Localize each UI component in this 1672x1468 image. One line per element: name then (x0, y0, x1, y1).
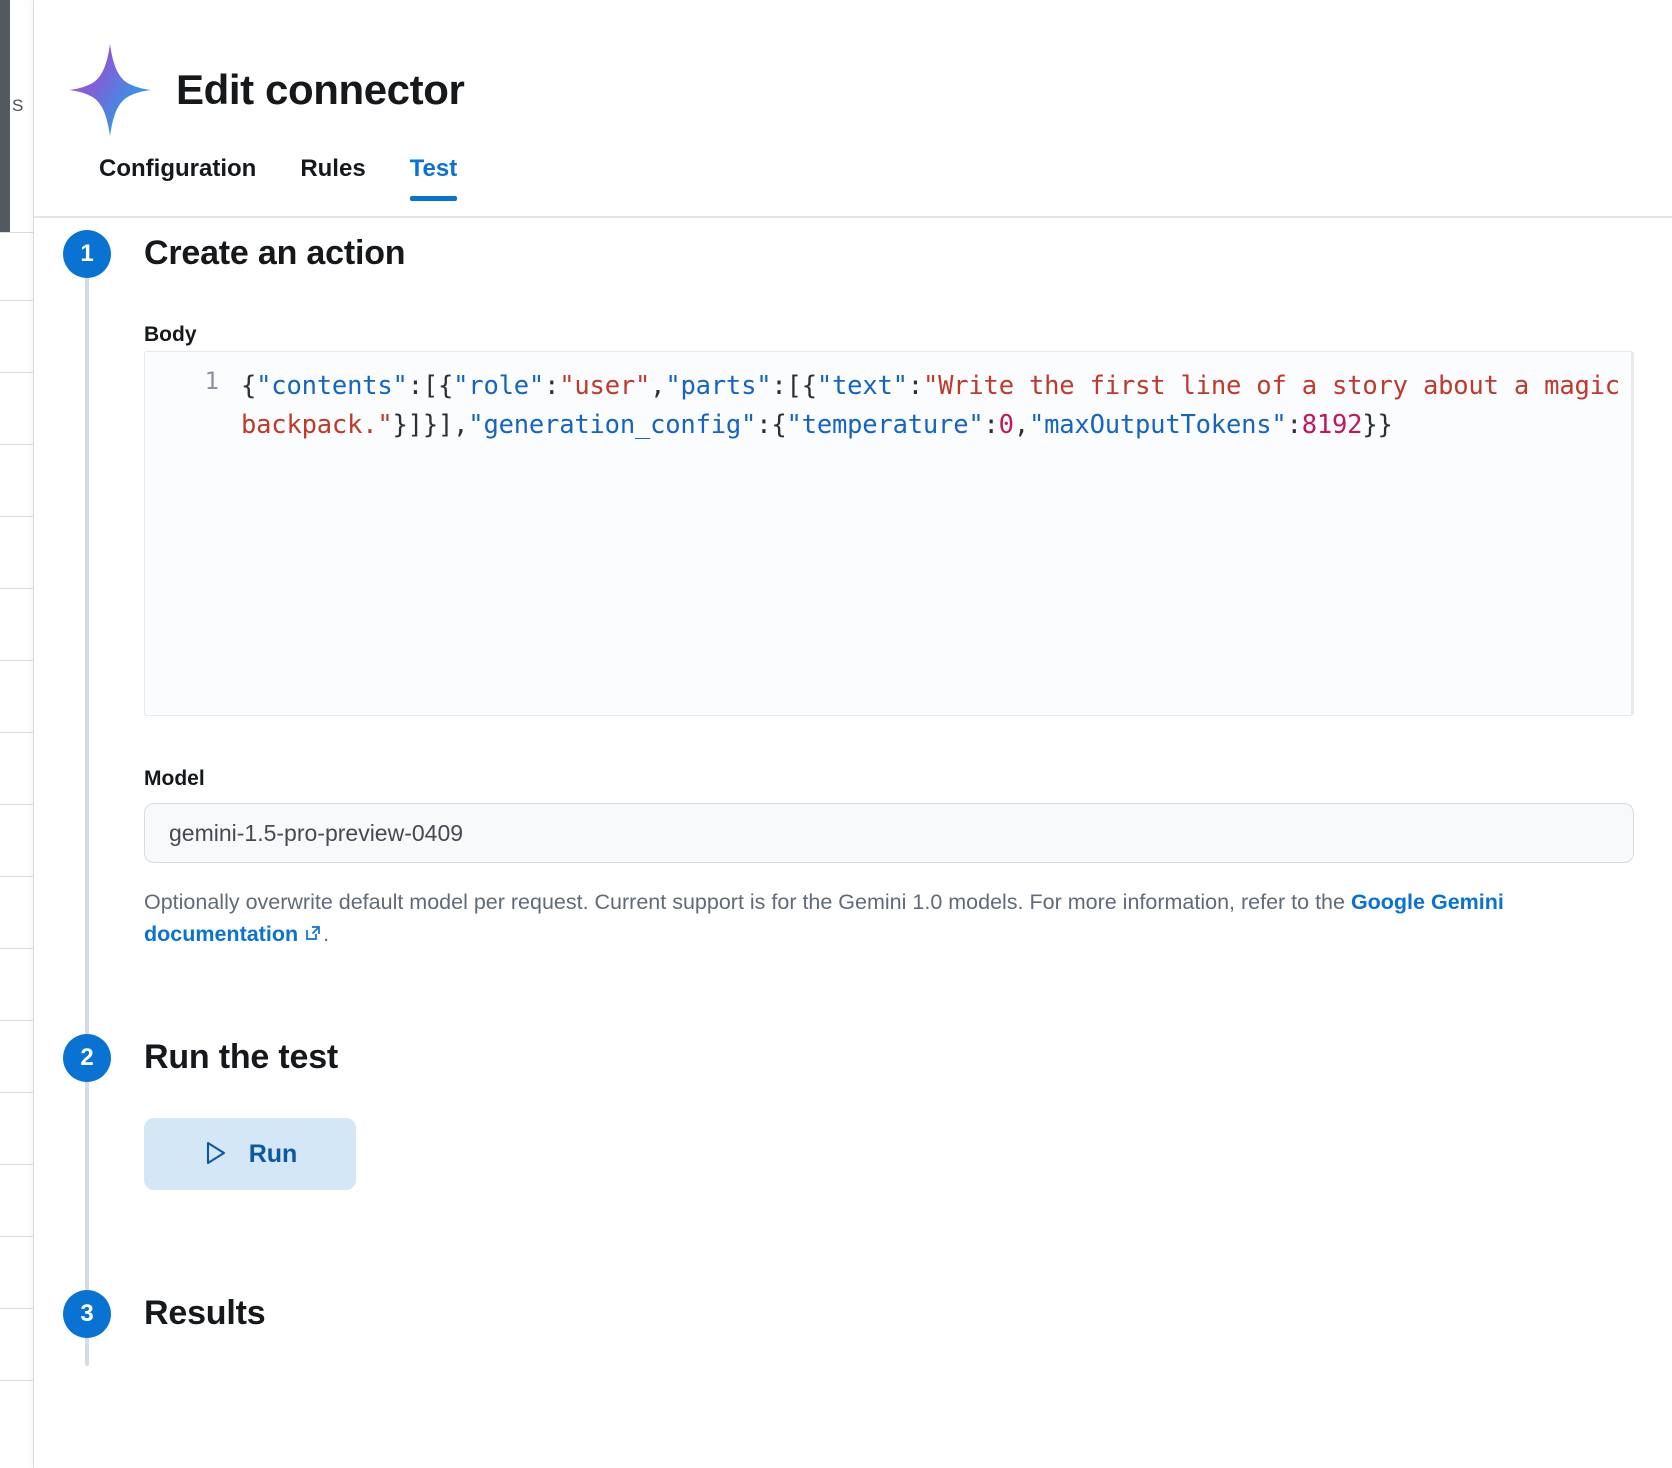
model-helper-suffix: . (323, 922, 330, 946)
background-divider (0, 804, 34, 805)
code-token: "Write the first line of a story about a… (241, 371, 1634, 440)
code-token: { (241, 371, 257, 401)
step-2-title: Run the test (144, 1038, 339, 1076)
flyout-edge (33, 0, 34, 1468)
background-divider (0, 444, 34, 445)
code-scrollbar[interactable] (1631, 352, 1633, 715)
code-token: , (1013, 410, 1029, 440)
background-divider (0, 1020, 34, 1021)
background-peek-text: S (12, 96, 24, 115)
background-divider (0, 1092, 34, 1093)
step-1-title: Create an action (144, 234, 406, 272)
documentation-link-label: Google Gemini documentation (144, 890, 1504, 946)
model-input-value: gemini-1.5-pro-preview-0409 (169, 819, 464, 846)
code-token: "parts" (665, 371, 772, 401)
code-token: 0 (998, 410, 1014, 440)
background-page-peek: S (0, 0, 34, 1468)
step-3-title: Results (144, 1294, 266, 1332)
step-2-badge: 2 (63, 1034, 111, 1082)
background-divider (0, 660, 34, 661)
external-link-icon (303, 920, 323, 952)
code-gutter: 1 (145, 352, 241, 715)
code-content[interactable]: {"contents":[{"role":"user","parts":[{"t… (241, 367, 1631, 445)
code-token: "temperature" (786, 410, 984, 440)
model-helper-text: Optionally overwrite default model per r… (144, 886, 1544, 952)
model-field-label: Model (144, 767, 205, 790)
code-token: , (650, 371, 666, 401)
model-input[interactable]: gemini-1.5-pro-preview-0409 (144, 803, 1634, 863)
tab-configuration[interactable]: Configuration (99, 155, 257, 182)
run-button-label: Run (248, 1139, 298, 1168)
background-divider (0, 732, 34, 733)
wizard-connector-line (85, 258, 89, 1366)
code-token: :[{ (407, 371, 454, 401)
background-divider (0, 232, 34, 233)
body-code-editor[interactable]: 1 {"contents":[{"role":"user","parts":[{… (144, 351, 1634, 716)
test-wizard: 1 Create an action Body 1 {"contents":[{… (34, 218, 1672, 1468)
background-divider (0, 1164, 34, 1165)
background-divider (0, 516, 34, 517)
code-token: 8192 (1301, 410, 1363, 440)
flyout-header: Edit connector Configuration Rules Test (34, 0, 1672, 216)
background-divider (0, 588, 34, 589)
tab-bar: Configuration Rules Test (66, 155, 479, 201)
code-token: "contents" (256, 371, 408, 401)
run-button[interactable]: Run (144, 1118, 356, 1190)
code-token: : (983, 410, 999, 440)
play-icon (203, 1139, 229, 1170)
code-line-number: 1 (204, 367, 219, 395)
edit-connector-flyout: Edit connector Configuration Rules Test … (34, 0, 1672, 1468)
background-divider (0, 1308, 34, 1309)
code-token: "role" (453, 371, 545, 401)
background-divider (0, 300, 34, 301)
step-1-badge: 1 (63, 230, 111, 278)
tab-test[interactable]: Test (388, 155, 480, 201)
code-token: : (544, 371, 560, 401)
step-3-badge: 3 (63, 1290, 111, 1338)
tab-bar-underline (34, 216, 1672, 218)
background-divider (0, 948, 34, 949)
code-token: : (907, 371, 923, 401)
google-gemini-documentation-link[interactable]: Google Gemini documentation (144, 890, 1504, 946)
background-divider (0, 372, 34, 373)
code-token: "maxOutputTokens" (1028, 410, 1287, 440)
background-nav-block (0, 0, 10, 232)
code-token: }} (1362, 410, 1393, 440)
background-divider (0, 1380, 34, 1381)
background-divider (0, 1236, 34, 1237)
tab-rules[interactable]: Rules (300, 155, 366, 182)
title-row: Edit connector (66, 42, 465, 138)
code-token: }]}], (392, 410, 469, 440)
body-field-label: Body (144, 323, 197, 346)
gemini-sparkle-icon (68, 43, 152, 137)
code-token: "user" (559, 371, 651, 401)
code-token: :[{ (771, 371, 817, 401)
model-helper-prefix: Optionally overwrite default model per r… (144, 890, 1351, 914)
page-title: Edit connector (176, 66, 465, 113)
background-divider (0, 876, 34, 877)
code-token: : (1286, 410, 1302, 440)
code-token: :{ (756, 410, 787, 440)
code-token: "generation_config" (468, 410, 757, 440)
code-token: "text" (816, 371, 908, 401)
